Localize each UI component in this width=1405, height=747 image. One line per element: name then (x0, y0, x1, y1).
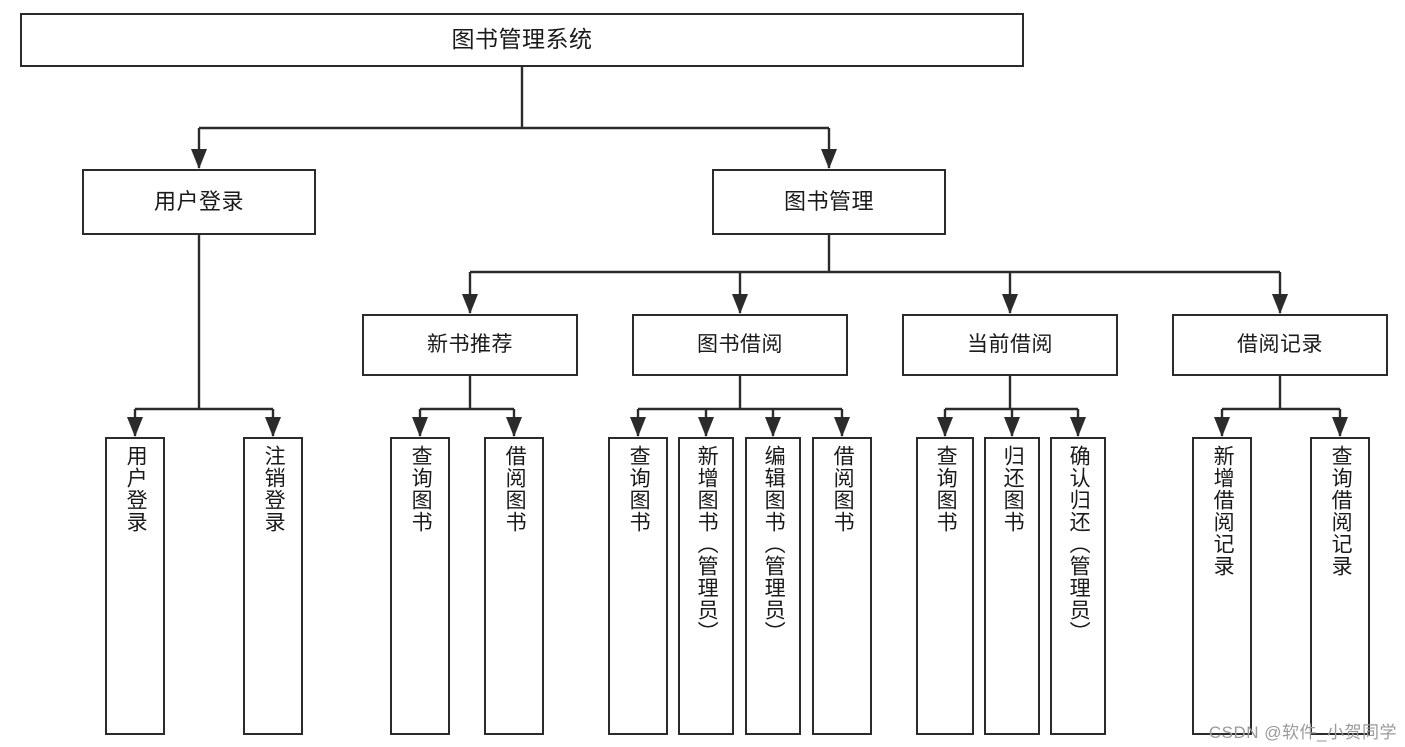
node-label-root: 图书管理系统 (451, 26, 593, 53)
arrow-head-icon-leaf-edit-book (765, 417, 781, 437)
node-label-new-book-rec: 新书推荐 (427, 332, 513, 356)
arrow-head-icon-leaf-logout (265, 417, 281, 437)
arrow-head-icon-leaf-query-book-3 (937, 417, 953, 437)
node-label-leaf-return-book: 归还图书 (1001, 445, 1025, 533)
node-label-leaf-borrow-book-2: 借阅图书 (831, 445, 855, 533)
node-current-borrow[interactable]: 当前借阅 (902, 314, 1118, 376)
arrow-head-icon-leaf-query-book-2 (630, 417, 646, 437)
node-label-book-borrow: 图书借阅 (697, 332, 783, 356)
node-book-manage[interactable]: 图书管理 (712, 169, 946, 235)
arrow-head-icon-leaf-query-book-1 (412, 417, 428, 437)
node-label-leaf-query-book-2: 查询图书 (627, 445, 651, 533)
arrow-head-icon-leaf-borrow-book-1 (506, 417, 522, 437)
node-label-leaf-query-record: 查询借阅记录 (1329, 445, 1353, 577)
node-leaf-borrow-book-1[interactable]: 借阅图书 (484, 437, 544, 735)
node-label-user-login: 用户登录 (153, 189, 244, 215)
node-leaf-add-book[interactable]: 新增图书（管理员） (678, 437, 734, 735)
arrow-head-icon-current-borrow (1002, 294, 1018, 314)
node-label-leaf-logout: 注销登录 (262, 445, 286, 533)
node-leaf-confirm-return[interactable]: 确认归还（管理员） (1050, 437, 1106, 735)
arrow-head-icon-leaf-borrow-book-2 (834, 417, 850, 437)
node-label-leaf-add-record: 新增借阅记录 (1211, 445, 1235, 577)
arrow-head-icon-new-book-rec (462, 294, 478, 314)
watermark: CSDN @软件_小贺同学 (1208, 723, 1397, 742)
arrow-head-icon-leaf-add-book (698, 417, 714, 437)
node-label-book-manage: 图书管理 (783, 189, 874, 215)
arrow-head-icon-leaf-query-record (1332, 417, 1348, 437)
node-label-leaf-user-login: 用户登录 (124, 445, 148, 533)
node-book-borrow[interactable]: 图书借阅 (632, 314, 848, 376)
node-user-login[interactable]: 用户登录 (82, 169, 316, 235)
node-label-leaf-borrow-book-1: 借阅图书 (503, 445, 527, 533)
node-label-current-borrow: 当前借阅 (967, 332, 1053, 356)
node-leaf-query-book-1[interactable]: 查询图书 (390, 437, 450, 735)
node-label-leaf-add-book: 新增图书（管理员） (695, 445, 719, 643)
node-leaf-add-record[interactable]: 新增借阅记录 (1192, 437, 1252, 735)
node-leaf-query-book-2[interactable]: 查询图书 (608, 437, 668, 735)
arrow-head-icon-leaf-confirm-return (1070, 417, 1086, 437)
node-label-leaf-confirm-return: 确认归还（管理员） (1067, 445, 1091, 643)
arrow-head-icon-leaf-return-book (1004, 417, 1020, 437)
arrow-head-icon-user-login (191, 149, 207, 169)
node-leaf-logout[interactable]: 注销登录 (243, 437, 303, 735)
arrow-head-icon-leaf-user-login (127, 417, 143, 437)
arrow-head-icon-borrow-record (1272, 294, 1288, 314)
node-label-borrow-record: 借阅记录 (1237, 332, 1323, 356)
node-label-leaf-edit-book: 编辑图书（管理员） (762, 445, 786, 643)
node-leaf-return-book[interactable]: 归还图书 (984, 437, 1040, 735)
node-label-leaf-query-book-3: 查询图书 (934, 445, 958, 533)
node-leaf-borrow-book-2[interactable]: 借阅图书 (812, 437, 872, 735)
arrow-head-icon-leaf-add-record (1214, 417, 1230, 437)
node-leaf-query-record[interactable]: 查询借阅记录 (1310, 437, 1370, 735)
node-leaf-user-login[interactable]: 用户登录 (105, 437, 165, 735)
node-borrow-record[interactable]: 借阅记录 (1172, 314, 1388, 376)
arrow-head-icon-book-manage (821, 149, 837, 169)
node-new-book-rec[interactable]: 新书推荐 (362, 314, 578, 376)
node-root[interactable]: 图书管理系统 (20, 13, 1024, 67)
node-label-leaf-query-book-1: 查询图书 (409, 445, 433, 533)
node-leaf-query-book-3[interactable]: 查询图书 (916, 437, 974, 735)
node-leaf-edit-book[interactable]: 编辑图书（管理员） (745, 437, 801, 735)
arrow-head-icon-book-borrow (732, 294, 748, 314)
